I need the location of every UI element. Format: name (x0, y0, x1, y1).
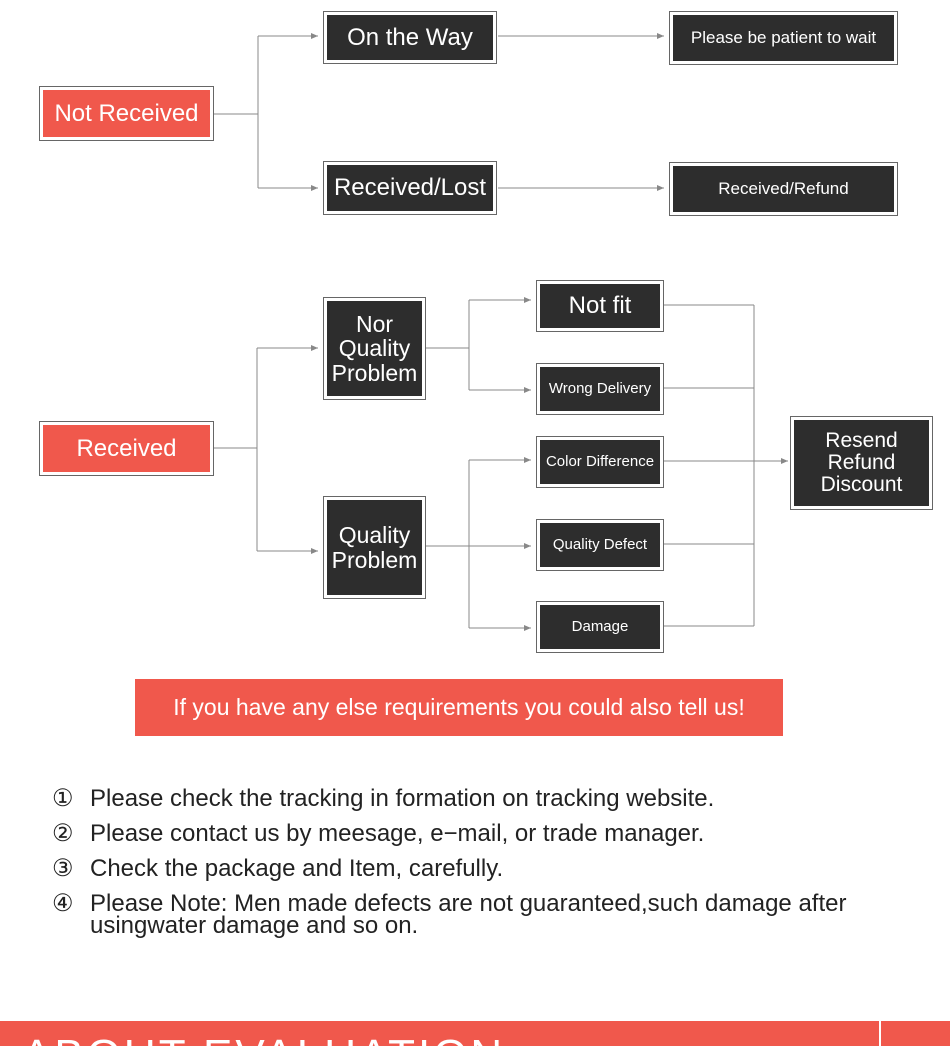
circled-number-4: ④ (52, 890, 74, 917)
received-lost-label: Received/Lost (327, 165, 493, 211)
on-the-way-node: On the Way (323, 11, 497, 64)
quality-problem-label: Quality Problem (327, 500, 422, 595)
color-difference-node: Color Difference (536, 436, 664, 488)
note-text: Check the package and Item, carefully. (90, 855, 504, 882)
received-refund-label: Received/Refund (673, 166, 894, 212)
received-label: Received (43, 425, 210, 472)
wrong-delivery-label: Wrong Delivery (540, 367, 660, 411)
please-wait-label: Please be patient to wait (673, 15, 894, 61)
about-evaluation-title: ABOUT EVALUATION (22, 1031, 505, 1046)
circled-number-2: ② (52, 820, 74, 847)
not-received-label: Not Received (43, 90, 210, 137)
received-node: Received (39, 421, 214, 476)
quality-defect-node: Quality Defect (536, 519, 664, 571)
note-text: Please Note: Men made defects are not gu… (90, 890, 847, 939)
header-divider (879, 1021, 881, 1046)
not-received-node: Not Received (39, 86, 214, 141)
resend-refund-discount-node: Resend Refund Discount (790, 416, 933, 510)
damage-label: Damage (540, 605, 660, 649)
list-item: ① Please check the tracking in formation… (52, 785, 932, 812)
notes-list: ① Please check the tracking in formation… (52, 785, 932, 950)
on-the-way-label: On the Way (327, 15, 493, 60)
not-fit-label: Not fit (540, 284, 660, 328)
quality-problem-node: Quality Problem (323, 496, 426, 599)
quality-defect-label: Quality Defect (540, 523, 660, 567)
not-fit-node: Not fit (536, 280, 664, 332)
nor-quality-problem-label: Nor Quality Problem (327, 301, 422, 396)
circled-number-1: ① (52, 785, 74, 812)
circled-number-3: ③ (52, 855, 74, 882)
received-refund-node: Received/Refund (669, 162, 898, 216)
list-item: ③ Check the package and Item, carefully. (52, 855, 932, 882)
nor-quality-problem-node: Nor Quality Problem (323, 297, 426, 400)
received-lost-node: Received/Lost (323, 161, 497, 215)
about-evaluation-header: ABOUT EVALUATION (0, 1021, 950, 1046)
requirements-banner: If you have any else requirements you co… (135, 679, 783, 736)
damage-node: Damage (536, 601, 664, 653)
color-difference-label: Color Difference (540, 440, 660, 484)
wrong-delivery-node: Wrong Delivery (536, 363, 664, 415)
list-item: ④ Please Note: Men made defects are not … (52, 890, 932, 939)
please-wait-node: Please be patient to wait (669, 11, 898, 65)
note-text: Please contact us by meesage, e−mail, or… (90, 820, 705, 847)
resend-refund-discount-label: Resend Refund Discount (794, 420, 929, 506)
note-text: Please check the tracking in formation o… (90, 785, 715, 812)
list-item: ② Please contact us by meesage, e−mail, … (52, 820, 932, 847)
